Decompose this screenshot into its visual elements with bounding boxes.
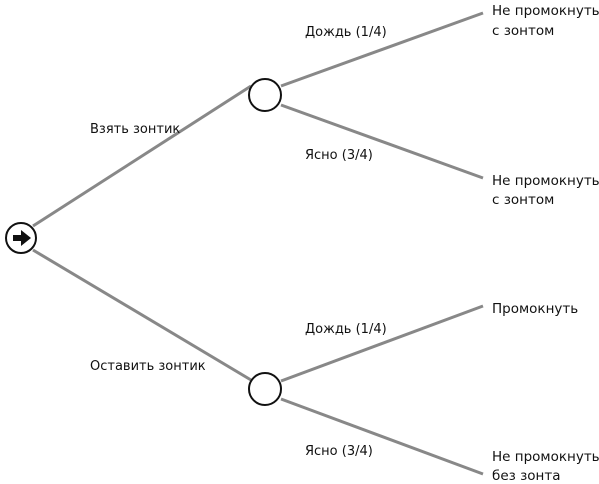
edge-leave-rain	[280, 304, 484, 383]
chance-label-leave-rain: Дождь (1/4)	[305, 322, 387, 337]
chance-label-take-clear: Ясно (3/4)	[305, 148, 373, 163]
outcome-take-rain: Не промокнуть с зонтом	[492, 3, 599, 39]
decision-node	[5, 222, 37, 254]
outcome-take-rain-line-2: с зонтом	[492, 23, 554, 39]
arrow-right-icon	[13, 230, 31, 246]
branch-label-take: Взять зонтик	[90, 122, 180, 137]
outcome-leave-rain-line-1: Промокнуть	[492, 301, 578, 317]
outcome-take-clear-line-2: с зонтом	[492, 192, 554, 208]
outcome-take-rain-line-1: Не промокнуть	[492, 3, 599, 19]
edge-leave-umbrella	[32, 248, 252, 382]
branch-label-leave: Оставить зонтик	[90, 359, 206, 374]
outcome-take-clear: Не промокнуть с зонтом	[492, 173, 599, 208]
outcome-leave-clear: Не промокнуть без зонта	[492, 449, 599, 484]
edge-take-rain	[280, 11, 484, 88]
edge-leave-clear	[280, 397, 484, 476]
edge-take-clear	[280, 103, 484, 180]
outcome-leave-clear-line-1: Не промокнуть	[492, 449, 599, 465]
outcome-take-clear-line-1: Не промокнуть	[492, 173, 599, 189]
chance-node-leave	[248, 372, 282, 406]
chance-label-leave-clear: Ясно (3/4)	[305, 444, 373, 459]
outcome-leave-rain: Промокнуть	[492, 301, 578, 317]
chance-node-take	[248, 78, 282, 112]
edge-take-umbrella	[32, 84, 252, 228]
outcome-leave-clear-line-2: без зонта	[492, 468, 561, 484]
chance-label-take-rain: Дождь (1/4)	[305, 25, 387, 40]
